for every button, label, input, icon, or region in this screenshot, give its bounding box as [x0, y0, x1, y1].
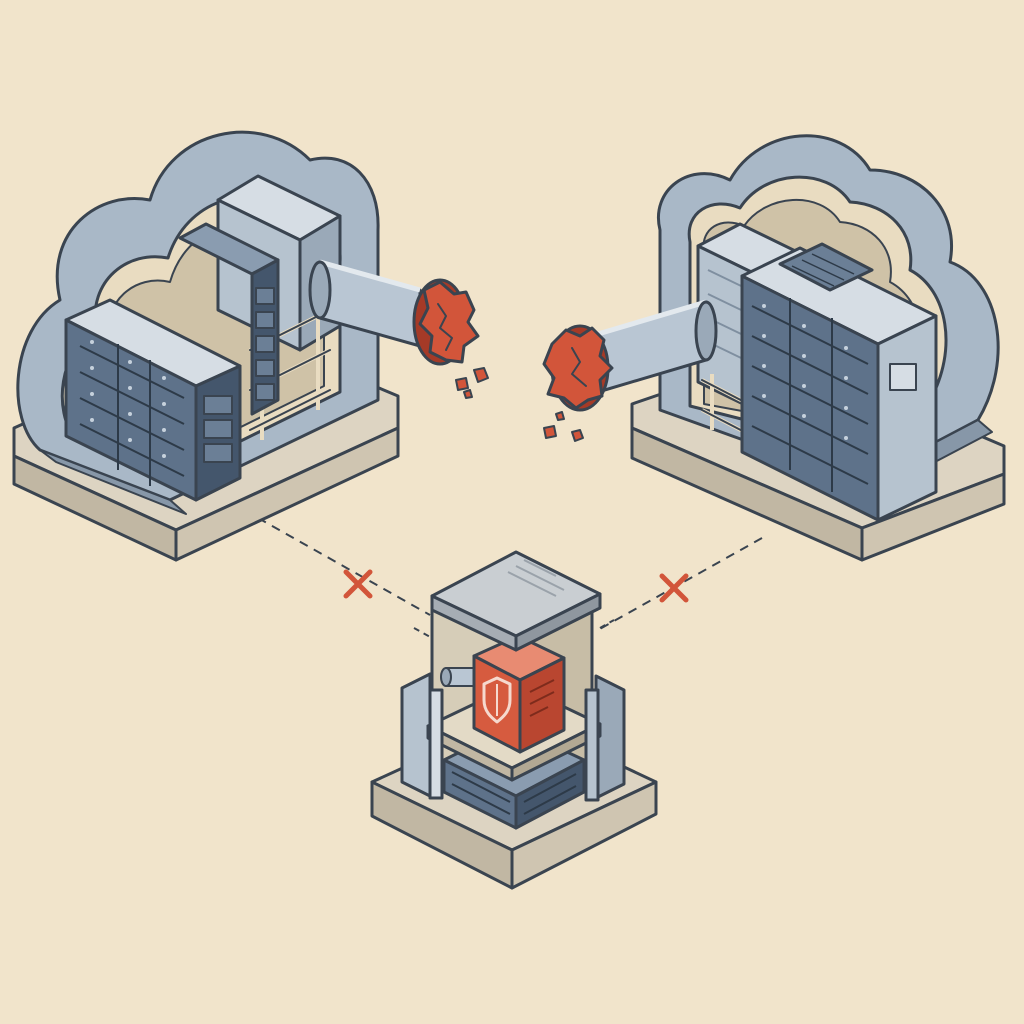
right-top-module: [778, 242, 874, 292]
left-server-rack-middle: [178, 222, 280, 416]
left-server-rack-front: [64, 298, 242, 502]
broken-pipe-icon-left: [412, 278, 480, 366]
left-pipe: [308, 259, 422, 348]
vault-roof: [430, 550, 602, 652]
shield-icon: [482, 676, 512, 724]
x-mark-icon-right: [659, 573, 689, 603]
secure-vault-icon: [370, 550, 658, 890]
debris-left: [455, 367, 489, 399]
left-cloud-datacenter-icon: [12, 130, 489, 562]
debris-right: [543, 411, 584, 442]
right-server-rack-main: [740, 246, 938, 522]
vault-posts: [428, 688, 600, 802]
disconnected-link-left: [257, 517, 431, 616]
right-pipe: [596, 299, 718, 394]
vault-dashed-enclosure: [413, 619, 615, 639]
vault-box: [472, 634, 566, 754]
x-mark-icon-left: [343, 569, 373, 599]
right-cloud-datacenter-icon: [542, 134, 1006, 562]
broken-pipe-icon-right: [542, 324, 614, 412]
